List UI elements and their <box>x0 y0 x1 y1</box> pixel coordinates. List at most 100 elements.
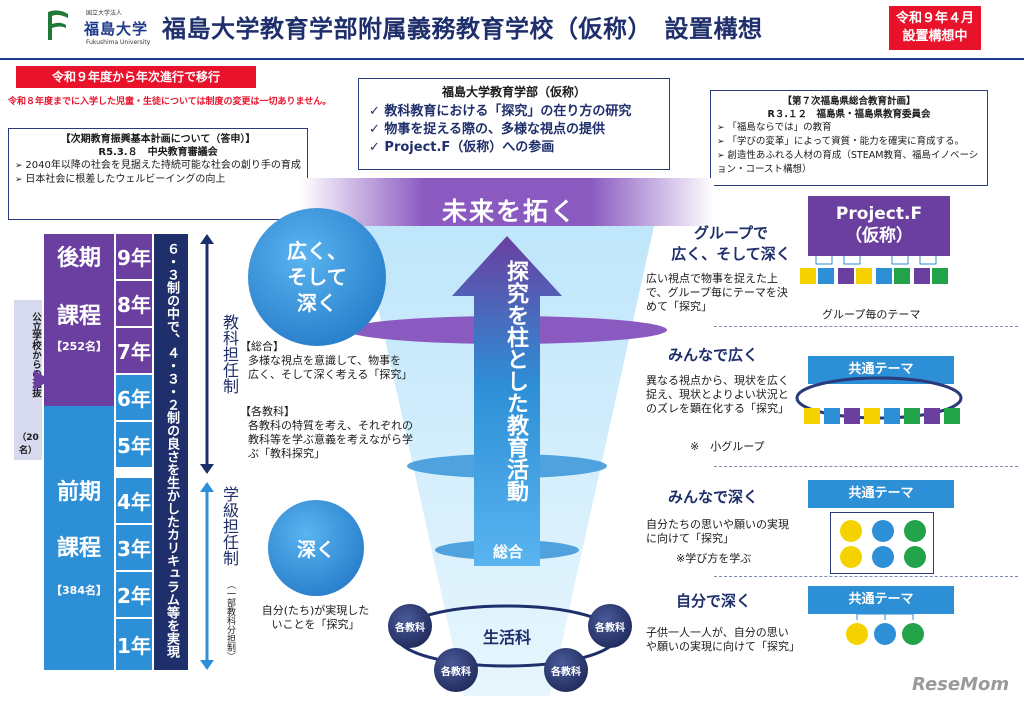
group-heading: グループで 広く、そして深く <box>664 222 798 264</box>
seikatsu-label: 生活科 <box>483 628 532 647</box>
bubble-line: そして <box>287 265 347 289</box>
group-heading-line: 広く、そして深く <box>671 245 791 263</box>
subject-ball: 各教科 <box>544 648 588 692</box>
system-description: ６・３制の中で、４・３・２制の良さを生かしたカリキュラム等を実現 <box>164 242 179 658</box>
university-item: 物事を捉える際の、多様な視点の提供 <box>369 121 659 139</box>
member-dot <box>904 546 926 568</box>
grade-cell: 4年 <box>116 478 152 525</box>
grade-cell: 3年 <box>116 525 152 572</box>
all-wide-heading: みんなで広く <box>668 346 759 364</box>
bubble-line: 広く、 <box>287 239 347 263</box>
logo-english: Fukushima University <box>86 39 151 46</box>
toshin-subtitle: R5.3.８ 中央教育審議会 <box>98 147 218 158</box>
public-selection-label: 公立学校からの選抜 <box>30 312 41 398</box>
prefecture-plan-box: 【第７次福島県総合教育計画】 R３.１２ 福島県・福島県教育委員会 「福島ならで… <box>710 90 988 186</box>
project-f-label: Project.F <box>835 204 923 224</box>
grade-cell: 8年 <box>116 281 152 328</box>
university-item: Project.F（仮称）への参画 <box>369 139 659 157</box>
header: 国立大学法人 福島大学 Fukushima University 福島大学教育学… <box>0 0 1024 58</box>
member-dot <box>840 520 862 542</box>
header-divider <box>0 58 1024 60</box>
logo-name: 福島大学 <box>84 20 149 38</box>
group-theme-label: グループ毎のテーマ <box>822 308 921 321</box>
common-theme-box: 共通テーマ <box>808 586 954 614</box>
wide-deep-bubble: 広く、 そして 深く <box>248 208 386 346</box>
self-deep-text: 子供一人一人が、自分の思いや願いの実現に向けて「探究」 <box>646 626 800 653</box>
toshin-item: 日本社会に根差したウェルビーイングの向上 <box>15 173 301 187</box>
toshin-box: 【次期教育振興基本計画について（答申）】 R5.3.８ 中央教育審議会 2040… <box>8 128 308 220</box>
prefecture-item: 「学びの変革」によって資質・能力を確実に育成する。 <box>717 135 981 149</box>
divider <box>714 466 1018 467</box>
common-theme-box: 共通テーマ <box>808 480 954 508</box>
earlier-course-count: 【384名】 <box>51 584 107 597</box>
member-dot <box>872 520 894 542</box>
system-bar <box>154 234 188 670</box>
self-inquiry-description: 自分(たち)が実現したいことを「探究」 <box>261 604 370 631</box>
project-f-sublabel: （仮称） <box>845 226 913 246</box>
subjects-description: 【各教科】 各教科の特質を考え、それぞれの教科等を学ぶ意義を考えながら学ぶ「教科… <box>240 405 415 461</box>
group-theme-squares-icon <box>800 256 948 284</box>
earlier-course-name: 課程 <box>56 536 101 561</box>
class-teacher-label: 学級担任制 <box>220 486 239 566</box>
subject-ball: 各教科 <box>588 604 632 648</box>
prefecture-subtitle: R３.１２ 福島県・福島県教育委員会 <box>767 109 931 120</box>
status-line-1: 令和９年４月 <box>895 11 974 26</box>
subjects-text: 各教科の特質を考え、それぞれの教科等を学ぶ意義を考えながら学ぶ「教科探究」 <box>248 419 413 460</box>
later-course-block: 後期 課程 【252名】 <box>44 234 114 406</box>
university-logo-icon <box>48 10 68 40</box>
subjects-heading: 【各教科】 <box>240 405 295 418</box>
class-teacher-sublabel: （一部教科分担制） <box>225 580 235 661</box>
resemom-watermark-logo: ReseMom <box>912 674 1010 695</box>
toshin-title: 【次期教育振興基本計画について（答申）】 <box>60 134 256 145</box>
university-box: 福島大学教育学部（仮称） 教科教育における「探究」の在り方の研究 物事を捉える際… <box>358 78 670 170</box>
future-heading: 未来を拓く <box>442 197 578 226</box>
later-course-name: 課程 <box>56 304 101 329</box>
earlier-course-name: 前期 <box>56 480 101 505</box>
general-study-text: 多様な視点を意識して、物事を広く、そして深く考える「探究」 <box>248 354 413 381</box>
transition-note: 令和８年度までに入学した児童・生徒については制度の変更は一切ありません。 <box>8 97 332 107</box>
member-dot <box>840 546 862 568</box>
university-item: 教科教育における「探究」の在り方の研究 <box>369 103 659 121</box>
subject-ball: 各教科 <box>434 648 478 692</box>
arrow-right-icon <box>34 370 50 390</box>
later-course-name: 後期 <box>56 246 101 271</box>
future-band <box>300 178 714 226</box>
self-deep-heading: 自分で深く <box>676 592 752 610</box>
prefecture-item: 「福島ならでは」の教育 <box>717 121 981 135</box>
deep-bubble: 深く <box>268 500 364 596</box>
grade-cell: 7年 <box>116 328 152 375</box>
status-badge: 令和９年４月 設置構想中 <box>889 6 981 50</box>
subject-teacher-range-arrow-icon <box>200 234 214 474</box>
grade-cell: 6年 <box>116 375 152 422</box>
grade-cell: 1年 <box>116 619 152 670</box>
later-course-count: 【252名】 <box>51 340 107 353</box>
toshin-item: 2040年以降の社会を見据えた持続可能な社会の創り手の育成 <box>15 159 301 173</box>
subject-ball: 各教科 <box>388 604 432 648</box>
general-study-description: 【総合】 多様な視点を意識して、物事を広く、そして深く考える「探究」 <box>240 340 413 382</box>
divider <box>714 326 1018 327</box>
bubble-line: 深く <box>297 291 337 315</box>
member-dot <box>872 546 894 568</box>
group-dots-frame <box>830 512 934 574</box>
general-study-heading: 【総合】 <box>240 340 284 353</box>
inquiry-pillar-label: 探究を柱とした教育活動 <box>503 260 528 502</box>
earlier-course-block: 前期 課程 【384名】 <box>44 406 114 670</box>
class-teacher-range-arrow-icon <box>200 482 214 670</box>
all-deep-note: ※学び方を学ぶ <box>676 552 752 565</box>
page-title: 福島大学教育学部附属義務教育学校（仮称） 設置構想 <box>162 15 763 43</box>
all-deep-heading: みんなで深く <box>668 488 759 506</box>
project-f-box: Project.F （仮称） <box>808 196 950 256</box>
subject-teacher-label: 教科担任制 <box>220 314 239 394</box>
public-selection-count: （20名） <box>17 433 39 456</box>
sogo-label: 総合 <box>493 543 524 561</box>
group-text: 広い視点で物事を捉えた上で、グループ毎にテーマを決めて「探究」 <box>646 272 788 313</box>
all-deep-text: 自分たちの思いや願いの実現に向けて「探究」 <box>646 518 789 545</box>
individual-dots-icon <box>846 612 924 645</box>
all-wide-text: 異なる視点から、現状を広く捉え、現状とよりよい状況とのズレを顕在化する「探究」 <box>646 374 789 415</box>
grade-cell: 2年 <box>116 572 152 619</box>
prefecture-title: 【第７次福島県総合教育計画】 <box>782 96 916 107</box>
group-heading-line: グループで <box>693 224 769 242</box>
status-line-2: 設置構想中 <box>902 29 968 44</box>
transition-banner: 令和９年度から年次進行で移行 <box>16 66 256 88</box>
all-wide-note: ※ 小グループ <box>690 440 765 453</box>
